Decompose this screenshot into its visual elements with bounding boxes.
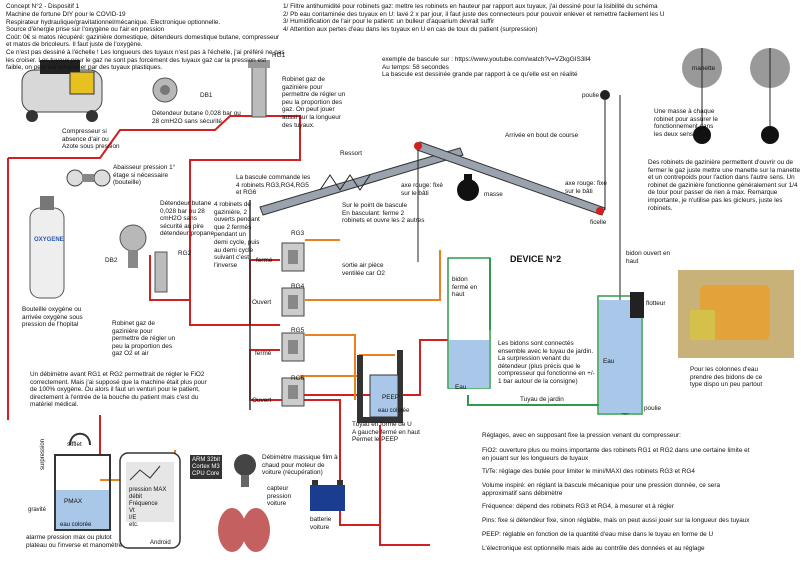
rg6-state: Ouvert (252, 397, 272, 404)
water-right-label: Eau (603, 358, 615, 365)
debimeter-device (234, 454, 256, 487)
android-screen: pression MAX débit Fréquence Vt I/E etc. (129, 487, 167, 528)
photo-caption: Pour les colonnes d'eau prendre des bido… (690, 366, 763, 389)
peep-u-tube (357, 350, 403, 423)
seesaw (249, 141, 606, 410)
label-db2: DB2 (105, 257, 118, 264)
pressure-gauges (66, 169, 111, 187)
regulator-db2 (119, 224, 147, 268)
compressor (21, 60, 103, 122)
bottle-label: Bouteille oxygène ou arrivée oxygène sou… (22, 306, 83, 329)
settings-7: L'électronique est optionnelle mais aide… (482, 545, 705, 552)
sifflet-label: sifflet (67, 441, 82, 448)
label-rg3: RG3 (291, 230, 305, 237)
device-title: DEVICE N°2 (510, 254, 562, 264)
settings-0: Réglages, avec en supposant fixe la pres… (482, 432, 681, 439)
debimeter-label: Débimètre massique film à chaud pour mot… (262, 454, 338, 477)
mass-weight (457, 174, 479, 201)
arm-cpu-board (190, 455, 222, 479)
debimeter-note: Un débimètre avant RG1 et RG2 permettrai… (30, 371, 207, 409)
settings-3: Volume inspiré: en réglant la bascule mé… (482, 482, 721, 497)
label-rg2: RG2 (178, 250, 192, 257)
db2-description: Détendeur butane 0,028 bar ou 28 cmH2O s… (160, 200, 215, 238)
pulley-bottom-label: poulie (644, 405, 662, 412)
peep-label: PEEP (382, 394, 400, 401)
rg4-state: Ouvert (252, 299, 272, 306)
tap-rg4 (281, 287, 305, 317)
rg3-state: fermé (256, 257, 273, 264)
intro-text: Machine de fortune DIY pour le COVID-19 … (6, 11, 285, 72)
lungs-image (218, 508, 270, 552)
axis-left-label: axe rouge: fixé sur le bâti (401, 182, 443, 197)
mass-label: masse (484, 191, 503, 198)
alarm-label: alarme pression max ou plutot plateau ou… (26, 534, 123, 549)
tap-rg5 (281, 332, 305, 362)
manette-pulleys (682, 48, 790, 144)
pivot-note: Sur le point de bascule En basculant: fe… (342, 202, 425, 225)
manette-label: manette (692, 65, 716, 72)
example-note: exemple de bascule sur : https://www.you… (382, 56, 591, 79)
label-rg4: RG4 (291, 283, 305, 290)
bidons-photo (678, 270, 794, 358)
arrival-label: Arrivée en bout de course (505, 132, 579, 139)
rg1-description: Robinet gaz de gazinière pour permettre … (282, 76, 346, 129)
car-battery (310, 480, 345, 511)
label-db1: DB1 (200, 92, 213, 99)
peep-scale: eau colorée (378, 408, 410, 414)
label-rg5: RG5 (291, 327, 305, 334)
pulley-top-label: poulie (582, 92, 600, 99)
surpression-label: surpression (40, 438, 46, 470)
four-taps-note: 4 robinets de gazinière, 2 ouverts penda… (214, 201, 260, 269)
sensor-label: capteur pression voiture (267, 485, 292, 508)
gauge-label: Abaisseur pression 1° étage si nécessair… (113, 164, 176, 187)
string-label: ficelle (590, 219, 607, 226)
rg5-state: fermé (255, 350, 272, 357)
float-label: flotteur (646, 300, 666, 307)
axis-right-label: axe rouge: fixé sur le bâti (565, 180, 607, 195)
settings-6: PEEP: réglable en fonction de la quantit… (482, 531, 714, 538)
garden-hose-label: Tuyau de jardin (520, 396, 564, 403)
pmax-u-tube (54, 432, 111, 531)
water-left-label: Eau (455, 384, 467, 391)
bidon-fixed-label: bidon fermé en haut (452, 276, 478, 299)
settings-2: Ti/Te: réglage des butée pour limiter le… (482, 468, 695, 475)
gravite-label: gravité (28, 507, 47, 513)
tap-rg1 (248, 60, 270, 118)
label-rg1: RG1 (272, 52, 286, 59)
u-tube-note: Tuyau en forme de U A gauche fermé en ha… (352, 421, 420, 444)
settings-5: Pins: fixe si détendeur fixe, sinon régl… (482, 517, 750, 524)
tank-left (447, 257, 491, 389)
spring-label: Ressort (340, 150, 363, 157)
pmax-scale: eau colorée (60, 522, 92, 528)
arm-label: ARM 32bit Cortex M3 CPU Core (192, 457, 221, 477)
bidon-open-label: bidon ouvert en haut (626, 250, 671, 265)
label-rg6: RG6 (291, 375, 305, 382)
tank-right (597, 292, 644, 415)
android-phone (119, 452, 181, 549)
regulator-db1 (152, 77, 178, 103)
bottle-mark: OXYGENE (34, 237, 64, 243)
db1-description: Détendeur butane 0,028 bar ou 28 cmH2O s… (152, 110, 241, 125)
rg2-description: Robinet gaz de gazinière pour permettre … (112, 320, 176, 358)
compressor-label: Compresseur si absence d'air ou Azote so… (62, 128, 120, 151)
settings-4: Fréquence: dépend des robinets RG3 et RG… (482, 503, 674, 510)
taps-right-note: Des robinets de gazinière permettent d'o… (648, 159, 801, 212)
connected-note: Les bidons sont connectés ensemble avec … (498, 340, 595, 385)
pmax-label: PMAX (64, 498, 83, 505)
android-label: Android (150, 540, 171, 546)
settings-1: FiO2: ouverture plus ou moins importante… (482, 447, 750, 462)
numbered-notes: 1/ Filtre antihumidité pour robinets gaz… (283, 3, 665, 33)
tap-rg2 (154, 251, 168, 293)
rods-note: La bascule commande les 4 robinets RG3,R… (236, 174, 311, 197)
intro-title: Concept N°2 - Dispositif 1 (6, 3, 80, 10)
tap-rg3 (281, 242, 305, 272)
tap-rg6 (281, 377, 305, 407)
oxygen-bottle (29, 196, 65, 299)
battery-label: batterie voiture (310, 516, 332, 531)
exhaust-label: sortie air pièce ventilée car O2 (342, 262, 385, 277)
mass-right-note: Une masse à chaque robinet pour assurer … (654, 108, 718, 138)
